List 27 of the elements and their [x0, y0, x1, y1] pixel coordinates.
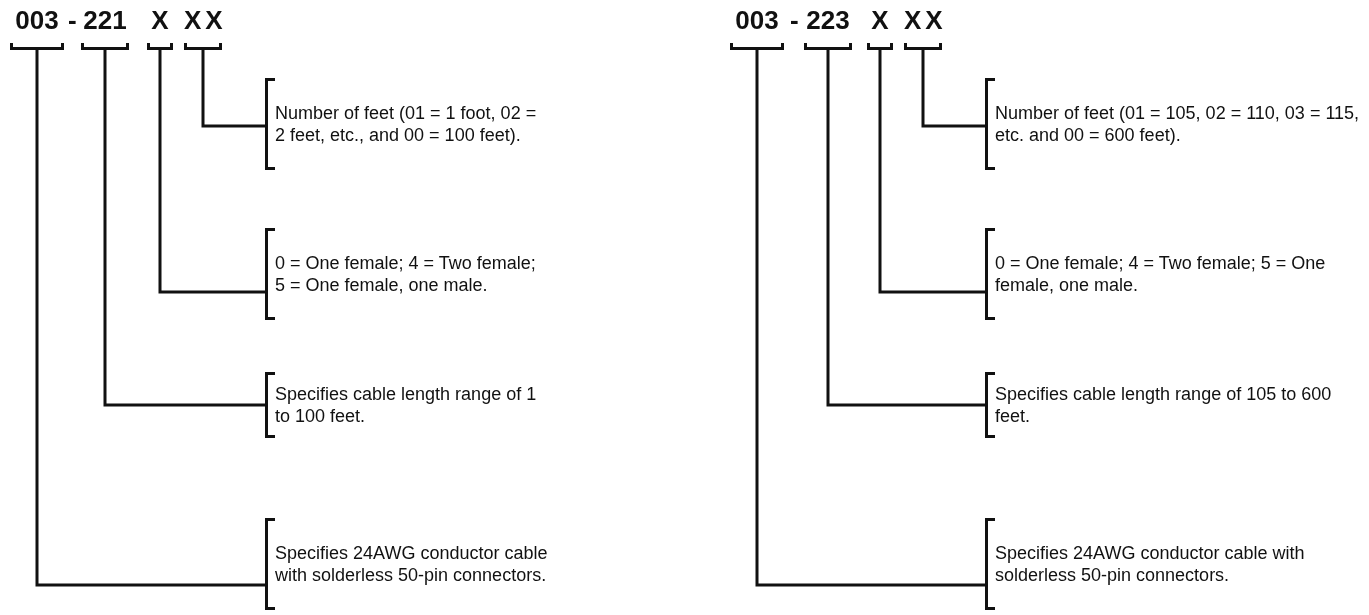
leader-line: [35, 50, 265, 587]
description-text: Specifies 24AWG conductor cable with solderless 50-pin connectors.: [275, 542, 549, 586]
leader-line: [201, 50, 265, 128]
leader-line: [103, 50, 265, 407]
description-text: 0 = One female; 4 = Two female; 5 = One female, one male.: [275, 252, 537, 296]
bracketed-note: [265, 518, 550, 610]
part-number-segment: XX: [180, 4, 226, 50]
part-number-segment: 223: [800, 4, 856, 50]
description-text: Number of feet (01 = 1 foot, 02 = 2 feet, etc., and 00 = 100 feet).: [275, 102, 538, 146]
leader-line: [158, 50, 265, 294]
description-text: Specifies cable length range of 105 to 600 feet.: [995, 383, 1333, 427]
leader-line: [755, 50, 985, 587]
hyphen-separator: -: [790, 4, 799, 36]
description-text: 0 = One female; 4 = Two female; 5 = One female, one male.: [995, 252, 1327, 296]
part-number-segment: 221: [77, 4, 133, 50]
description-text: Number of feet (01 = 105, 02 = 110, 03 = 115, etc. and 00 = 600 feet).: [995, 102, 1361, 146]
hyphen-separator: -: [68, 4, 77, 36]
part-number-segment: X: [863, 4, 897, 50]
description-text: Specifies cable length range of 1 to 100 feet.: [275, 383, 538, 427]
leader-line: [921, 50, 985, 128]
leader-line: [878, 50, 985, 294]
leader-line: [826, 50, 985, 407]
part-number-segment: 003: [726, 4, 788, 50]
description-text: Specifies 24AWG conductor cable with solderless 50-pin connectors.: [995, 542, 1306, 586]
part-number-segment: XX: [900, 4, 946, 50]
part-number-segment: X: [143, 4, 177, 50]
part-number-segment: 003: [6, 4, 68, 50]
